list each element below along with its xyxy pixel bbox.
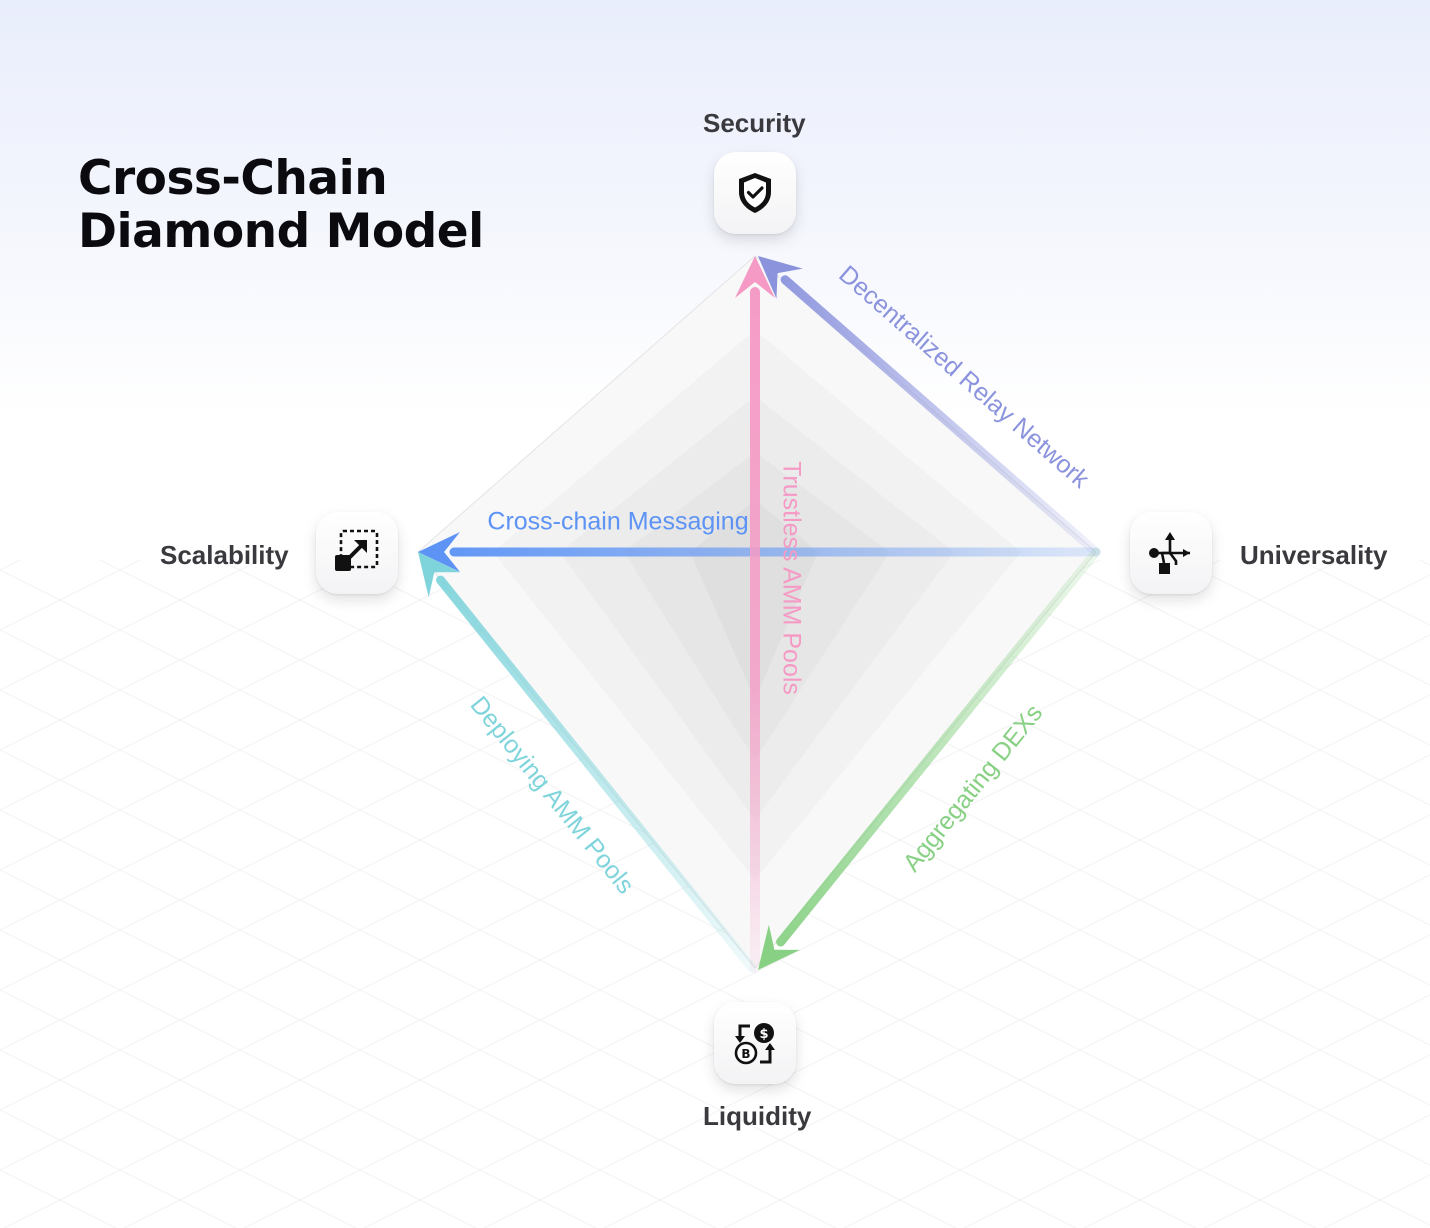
shield-check-icon [739, 173, 771, 213]
currency-swap-icon: $ B [734, 1023, 775, 1065]
edge-arrowhead-messaging [418, 532, 460, 572]
edge-arrowhead-aggregating [758, 924, 800, 970]
vertex-label-universality: Universality [1240, 540, 1388, 570]
edge-arrowhead-trustless [735, 256, 775, 298]
title-line-2: Diamond Model [78, 204, 484, 259]
edge-line-deploying [436, 575, 757, 973]
title-line-1: Cross-Chain [78, 151, 388, 206]
edge-arrowhead-relay [758, 256, 803, 299]
vertex-label-security: Security [703, 108, 806, 138]
page-title: Cross-Chain Diamond Model [78, 152, 484, 258]
edge-label-messaging: Cross-chain Messaging [487, 508, 748, 536]
vertex-tile-security [714, 152, 796, 234]
edge-arrowhead-deploying [418, 552, 460, 598]
vertex-tile-scalability [316, 512, 398, 594]
svg-text:$: $ [759, 1027, 768, 1042]
edge-line-aggregating [776, 547, 1101, 947]
vertex-label-scalability: Scalability [160, 540, 289, 570]
edge-line-relay [780, 275, 1101, 557]
vertex-label-liquidity: Liquidity [703, 1101, 812, 1131]
usb-icon [1149, 532, 1190, 574]
vertex-tile-liquidity: $ B [714, 1002, 796, 1084]
edge-label-trustless: Trustless AMM Pools [777, 461, 805, 695]
vertex-tile-universality [1130, 512, 1212, 594]
expand-arrows-icon [335, 529, 379, 571]
svg-text:B: B [741, 1047, 750, 1061]
